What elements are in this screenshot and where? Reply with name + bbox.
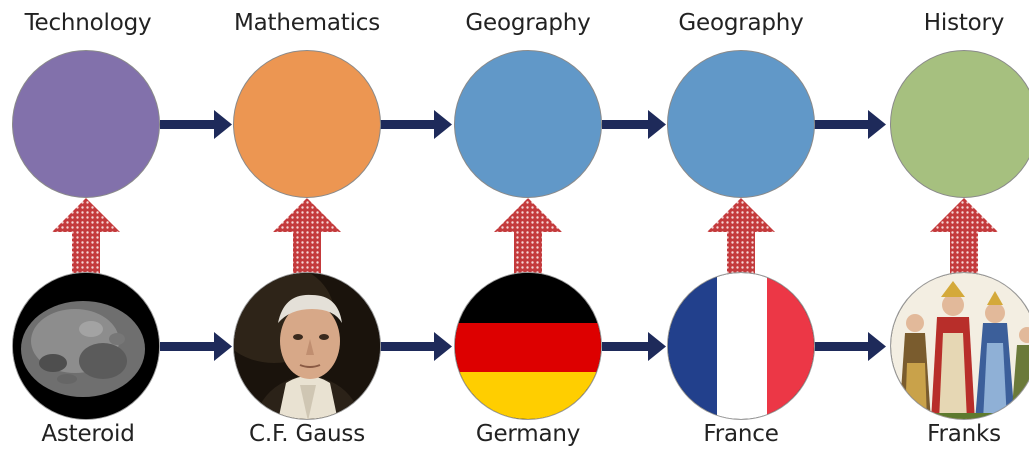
- entity-label-germany: Germany: [475, 421, 581, 447]
- gauss-portrait-image: [234, 273, 380, 419]
- category-node-geography-2: [667, 50, 815, 198]
- entity-label-gauss: C.F. Gauss: [249, 421, 365, 447]
- top-flow-arrows: [160, 110, 886, 139]
- entity-node-asteroid: [12, 272, 160, 420]
- category-label-geography-1: Geography: [465, 10, 591, 36]
- category-label-mathematics: Mathematics: [233, 10, 381, 36]
- up-arrow-5: [930, 198, 998, 274]
- entity-node-germany: [454, 272, 602, 420]
- category-node-geography-1: [454, 50, 602, 198]
- category-label-technology: Technology: [24, 10, 152, 36]
- category-node-technology: [12, 50, 160, 198]
- arrow-asteroid-to-gauss: [160, 332, 232, 361]
- franks-illustration-image: [891, 273, 1029, 419]
- arrow-technology-to-mathematics: [160, 110, 232, 139]
- up-arrow-3: [494, 198, 562, 274]
- bottom-flow-arrows: [160, 332, 886, 361]
- entity-label-franks: Franks: [927, 421, 1001, 447]
- category-node-mathematics: [233, 50, 381, 198]
- up-arrow-2: [273, 198, 341, 274]
- entity-node-gauss: [233, 272, 381, 420]
- france-flag-image: [668, 273, 814, 419]
- entity-node-franks: [890, 272, 1029, 420]
- arrow-gauss-to-germany: [380, 332, 452, 361]
- entity-node-france: [667, 272, 815, 420]
- up-arrow-4: [707, 198, 775, 274]
- entity-label-asteroid: Asteroid: [41, 421, 135, 447]
- upward-arrows: [52, 198, 998, 274]
- germany-flag-image: [455, 273, 601, 419]
- arrow-france-to-franks: [814, 332, 886, 361]
- category-label-history: History: [923, 10, 1005, 36]
- arrow-geography-to-history: [814, 110, 886, 139]
- arrow-germany-to-france: [602, 332, 666, 361]
- up-arrow-1: [52, 198, 120, 274]
- arrow-mathematics-to-geography: [380, 110, 452, 139]
- category-node-history: [890, 50, 1029, 198]
- asteroid-image: [13, 273, 159, 419]
- entity-label-france: France: [703, 421, 779, 447]
- arrow-geography-to-geography: [602, 110, 666, 139]
- category-label-geography-2: Geography: [678, 10, 804, 36]
